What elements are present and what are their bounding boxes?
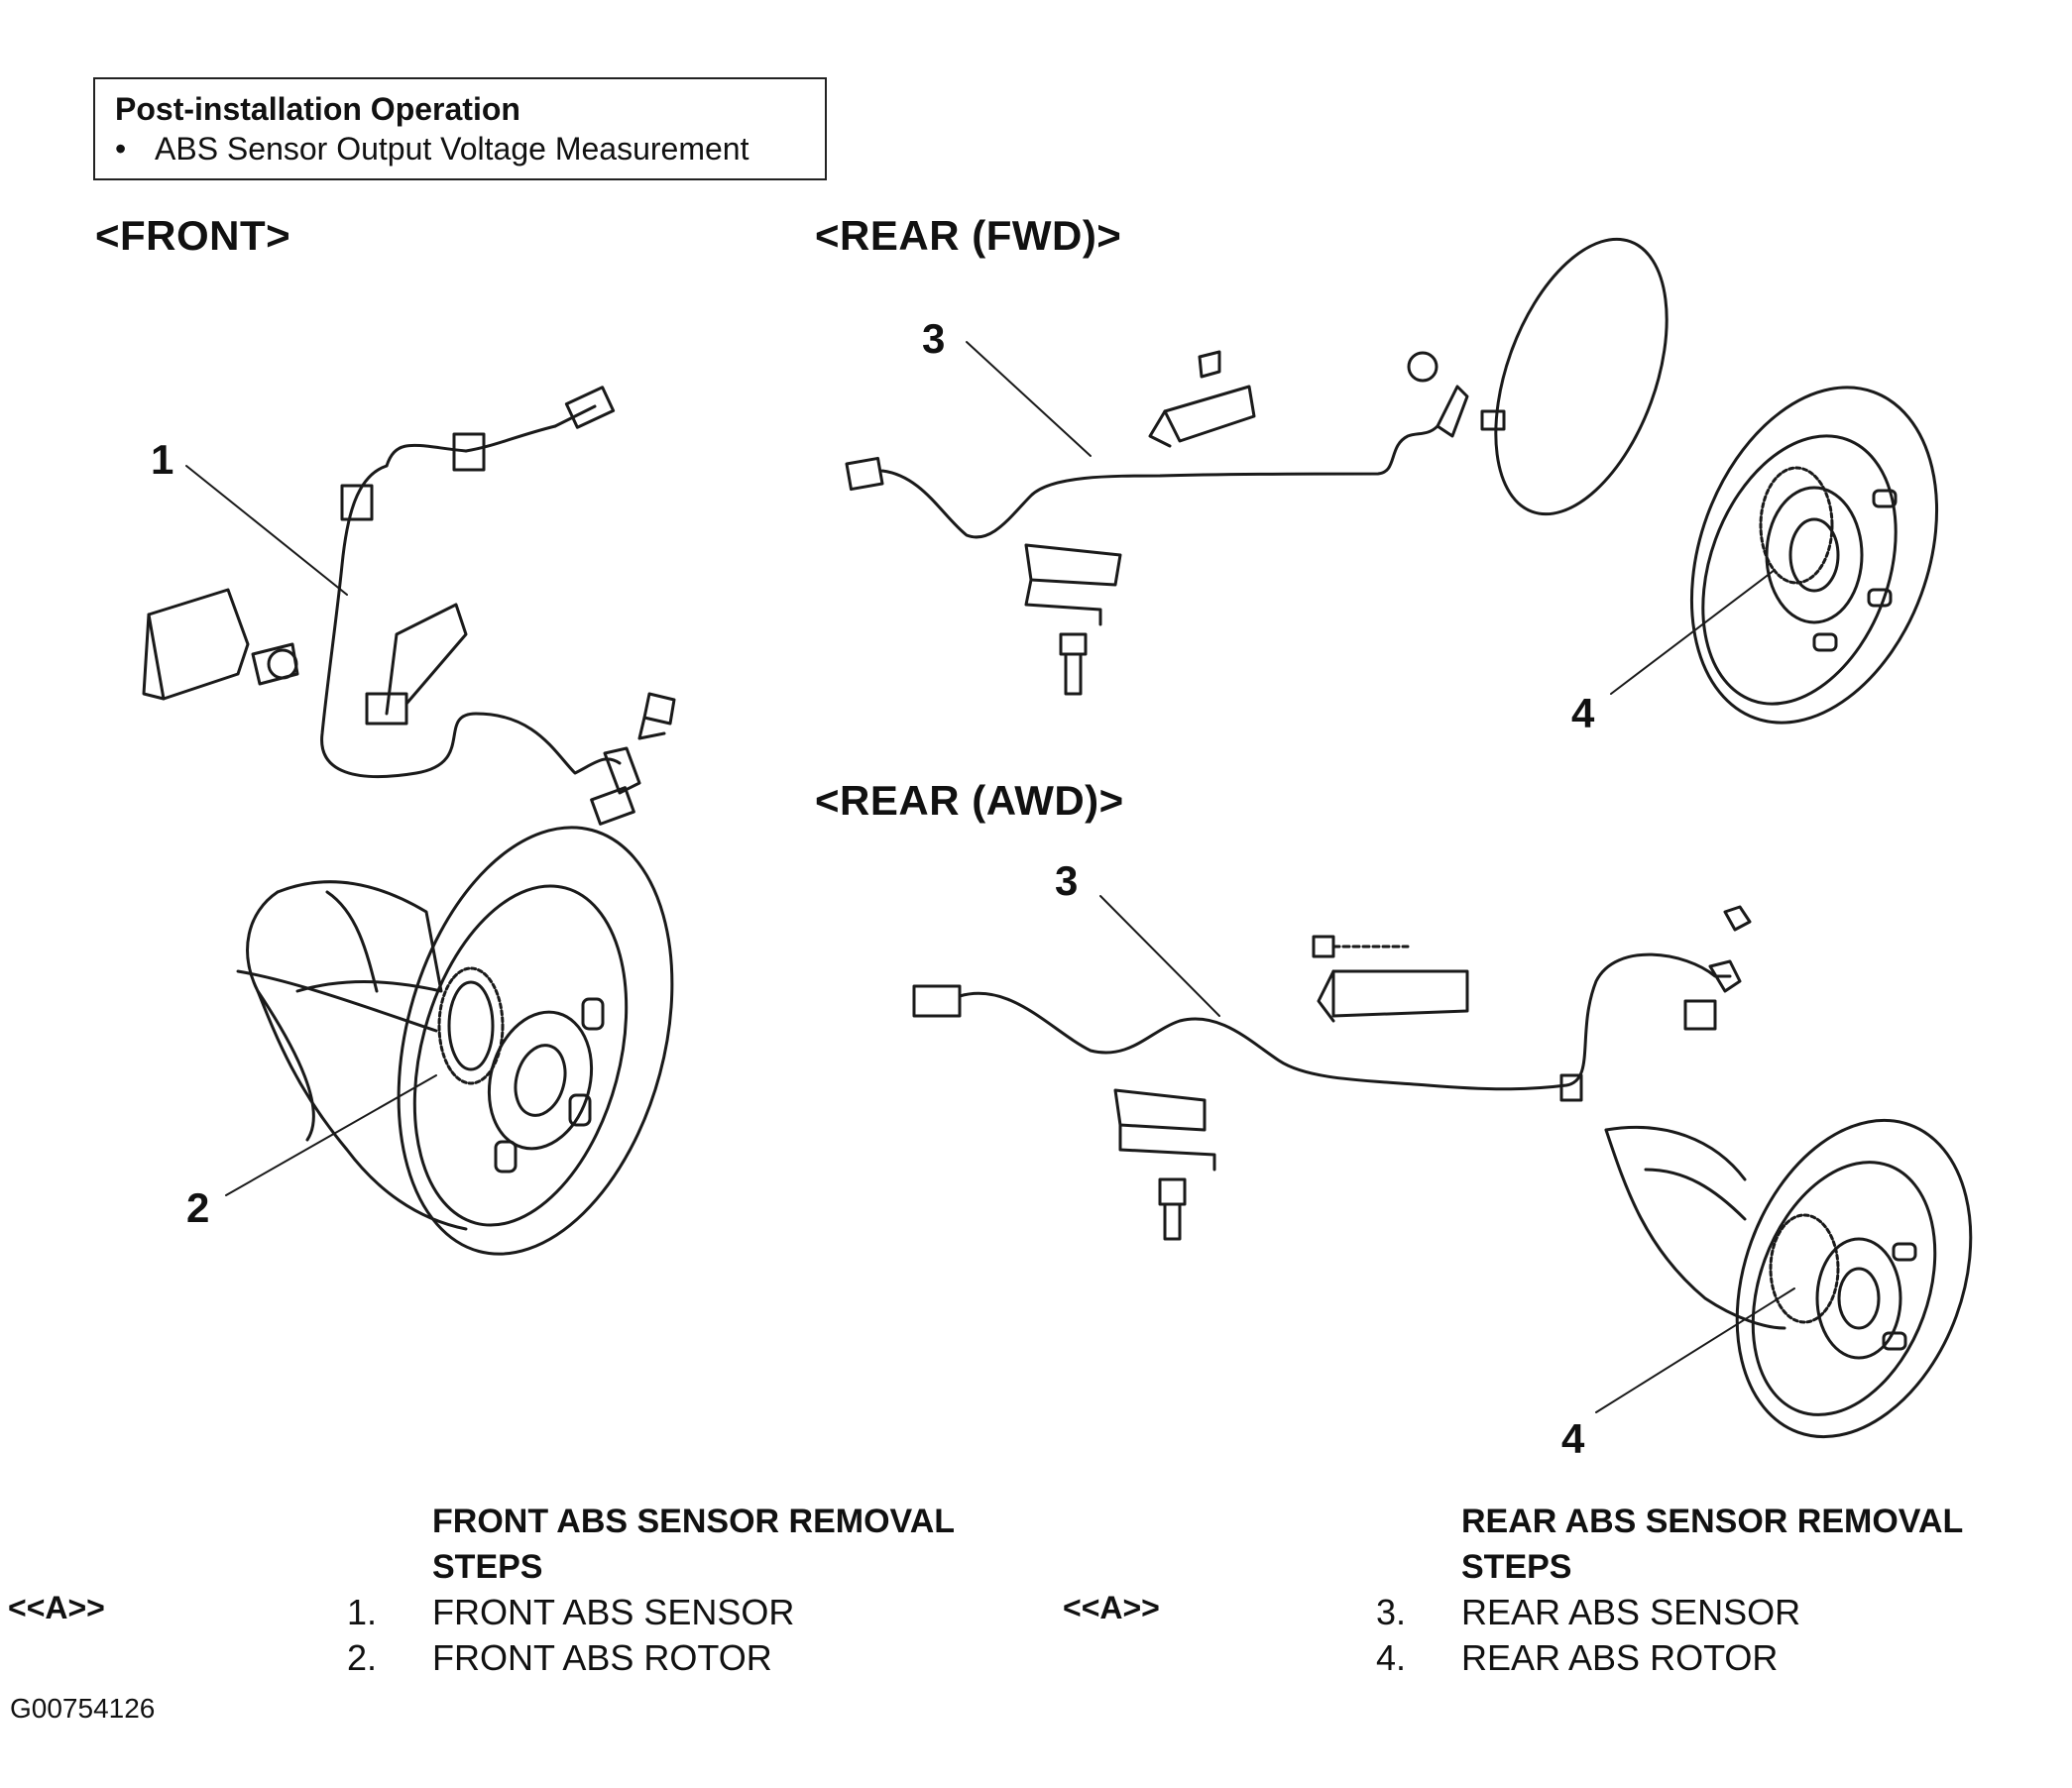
leader-lines [185, 341, 1795, 1413]
rear-fwd-rotor-drawing [1689, 386, 1939, 725]
front-abs-sensor-drawing [142, 386, 676, 826]
front-abs-rotor-drawing [236, 826, 674, 1256]
rear-steps-list: 3.REAR ABS SENSOR 4.REAR ABS ROTOR [1376, 1590, 1800, 1681]
list-item: 3.REAR ABS SENSOR [1376, 1592, 1801, 1632]
rear-step-marker: <<A>> [1063, 1590, 1160, 1625]
rear-fwd-heading: <REAR (FWD)> [815, 212, 1122, 259]
rear-awd-rotor-drawing [1604, 1118, 1973, 1439]
callout-2: 2 [186, 1184, 210, 1231]
front-step-marker: <<A>> [8, 1590, 105, 1625]
rear-awd-sensor-drawing [912, 905, 1752, 1241]
front-steps-title: FRONT ABS SENSOR REMOVAL STEPS [432, 1503, 956, 1586]
post-installation-title: Post-installation Operation [115, 91, 520, 127]
bullet-icon: • [115, 131, 127, 167]
list-item: 1.FRONT ABS SENSOR [347, 1592, 795, 1632]
callout-1: 1 [151, 436, 174, 483]
list-item: 2.FRONT ABS ROTOR [347, 1637, 772, 1678]
front-heading: <FRONT> [95, 212, 291, 259]
post-installation-box: Post-installation Operation •ABS Sensor … [93, 77, 827, 180]
post-installation-item: •ABS Sensor Output Voltage Measurement [115, 131, 749, 167]
figure-id: G00754126 [10, 1693, 156, 1724]
rear-awd-heading: <REAR (AWD)> [815, 777, 1124, 824]
list-item: 4.REAR ABS ROTOR [1376, 1637, 1779, 1678]
front-steps-list: 1.FRONT ABS SENSOR 2.FRONT ABS ROTOR [347, 1590, 794, 1681]
rear-fwd-sensor-drawing [845, 237, 1669, 696]
callout-4-fwd: 4 [1571, 690, 1595, 736]
callout-4-awd: 4 [1561, 1415, 1585, 1462]
callout-3-fwd: 3 [922, 315, 946, 362]
callout-3-awd: 3 [1055, 857, 1079, 904]
rear-steps-title: REAR ABS SENSOR REMOVAL STEPS [1461, 1503, 1964, 1586]
